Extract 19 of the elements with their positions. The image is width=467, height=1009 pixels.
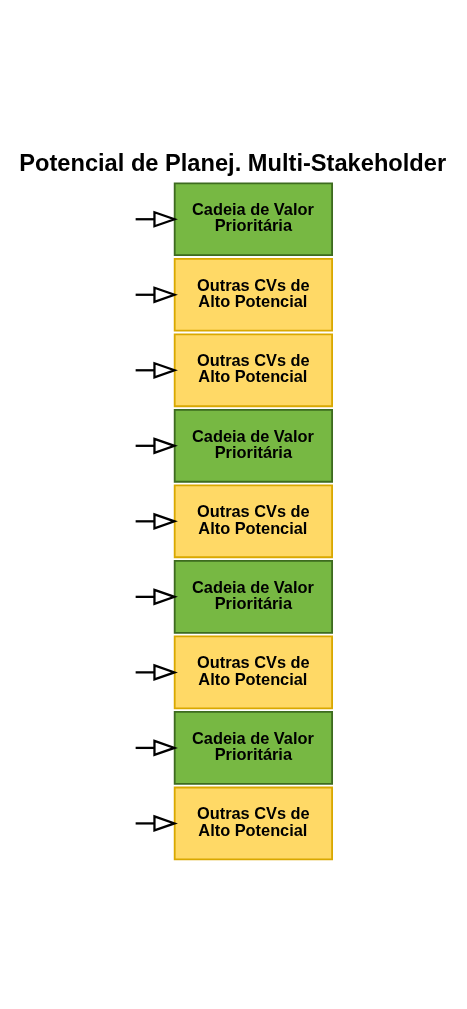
node-box: Outras CVs de Alto Potencial [173, 786, 333, 861]
node-box: Outras CVs de Alto Potencial [173, 257, 333, 332]
arrow [135, 814, 178, 833]
arrow [135, 437, 178, 455]
arrow [135, 210, 178, 228]
node-box: Outras CVs de Alto Potencial [173, 635, 333, 710]
node-box: Outras CVs de Alto Potencial [173, 484, 333, 559]
node-box: Cadeia de Valor Prioritária [173, 408, 333, 483]
node-box: Cadeia de Valor Prioritária [173, 711, 333, 785]
arrow [135, 588, 178, 606]
arrow [135, 663, 178, 681]
arrow [135, 512, 178, 530]
node-box: Cadeia de Valor Prioritária [173, 182, 333, 257]
diagram-title: Potencial de Planej. Multi-Stakeholder [19, 150, 447, 177]
arrow [135, 739, 178, 757]
arrow [135, 361, 178, 379]
arrow [135, 286, 178, 304]
node-box: Cadeia de Valor Prioritária [173, 560, 333, 634]
node-box: Outras CVs de Alto Potencial [173, 333, 333, 408]
